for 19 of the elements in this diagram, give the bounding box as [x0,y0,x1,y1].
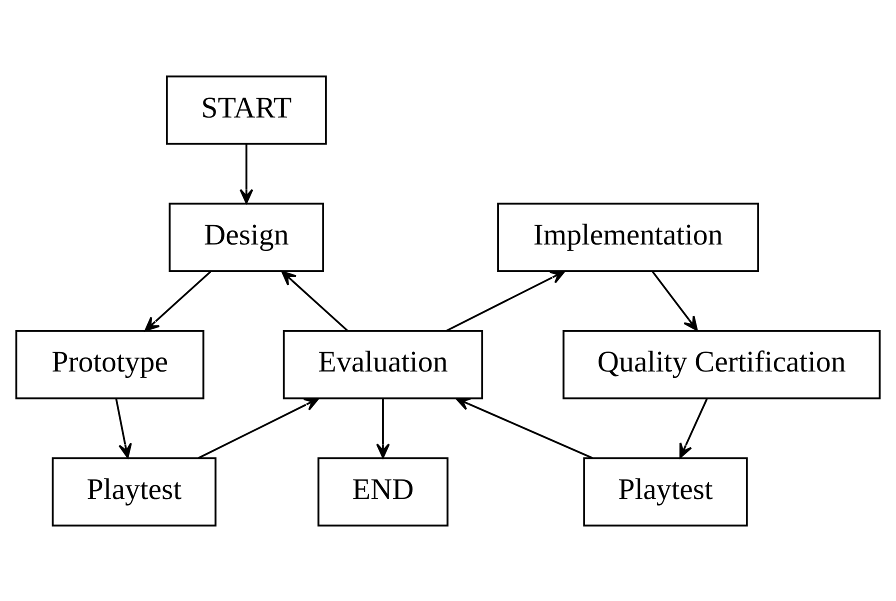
arrow [376,398,390,458]
node-box: Prototype [15,330,204,399]
node-box: Evaluation [282,330,484,399]
arrow [240,144,254,204]
arrow [679,398,708,458]
arrow [198,397,320,458]
node-box: Playtest [583,456,748,526]
arrow [446,270,566,332]
node-box: Playtest [52,456,216,526]
arrow [281,270,348,331]
node-box: START [166,75,327,144]
arrow [144,270,212,331]
node-box: Quality Certification [562,330,881,399]
arrow [115,398,132,458]
arrow [652,270,698,331]
node-box: END [318,456,448,526]
arrow [456,397,593,458]
node-box: Implementation [497,202,760,272]
node-box: Design [168,202,324,272]
